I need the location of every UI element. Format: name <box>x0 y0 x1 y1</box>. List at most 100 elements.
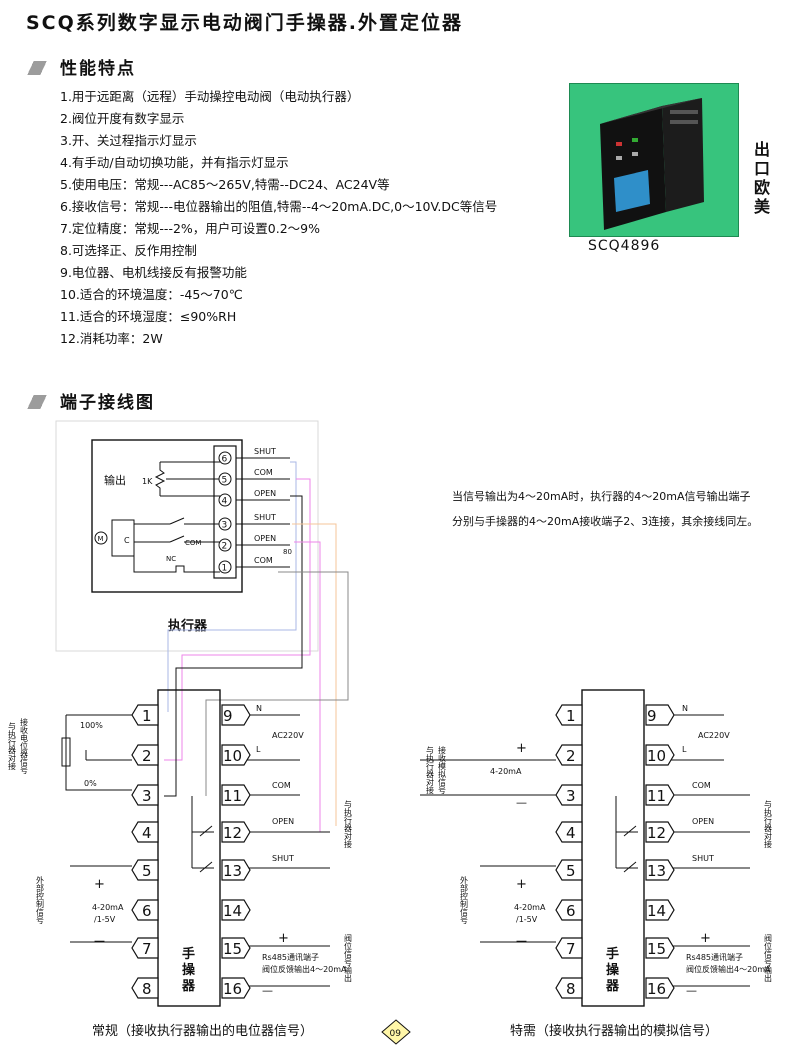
terminal-number: 13 <box>223 862 242 880</box>
actuator-terminal-label: SHUT <box>254 447 276 456</box>
terminal-right-a <box>221 744 251 766</box>
terminal-left-a <box>131 704 159 726</box>
caption-standard: 常规（接收执行器输出的电位器信号） <box>92 1024 314 1039</box>
terminal-number: 9 <box>223 707 233 725</box>
resistor-label: 1K <box>142 477 153 486</box>
wire-actuator-to-1 <box>167 461 297 712</box>
feature-item: 7.定位精度：常规---2%，用户可设置0.2～9% <box>60 221 320 236</box>
export-badge-char: 口 <box>753 159 770 178</box>
actuator-terminal-number: 6 <box>222 455 228 465</box>
terminal-right-b <box>645 977 675 999</box>
terminal-number: 10 <box>647 747 666 765</box>
minus-label: — <box>516 934 527 947</box>
section-wiring-label: 端子接线图 <box>60 393 155 413</box>
actuator-terminal-number: 2 <box>222 542 228 552</box>
feedback-label: 阀位反馈输出4～20mA <box>262 964 347 974</box>
actuator-output-label: 输出 <box>104 473 126 487</box>
product-model: SCQ4896 <box>588 238 661 254</box>
nc-label: NC <box>166 555 176 563</box>
terminal-right-b <box>645 899 675 921</box>
actuator-terminal-number: 4 <box>222 497 228 507</box>
plus-label: + <box>516 741 527 756</box>
actuator-terminal-number: 3 <box>222 521 228 531</box>
actuator-outer-frame <box>55 420 319 652</box>
controller-label-char: 手 <box>606 946 619 962</box>
actuator-terminal-label: OPEN <box>254 534 276 543</box>
relay-contacts-right <box>615 796 638 873</box>
left-controller-wiring <box>61 714 330 987</box>
terminal-right-b <box>645 704 675 726</box>
feature-list: 1.用于远距离（远程）手动操控电动阀（电动执行器） 2.阀位开度有数字显示 3.… <box>60 86 497 350</box>
l-label: L <box>682 745 687 754</box>
wiring-note-line: 分别与手操器的4～20mA接收端子2、3连接，其余接线同左。 <box>452 515 759 528</box>
feature-item: 4.有手动/自动切换功能，并有指示灯显示 <box>60 155 289 170</box>
vertical-label-actuator-connect: 与执行器对接 <box>8 722 17 771</box>
terminal-number: 4 <box>566 824 576 842</box>
terminal-number: 6 <box>566 902 576 920</box>
terminal-number: 7 <box>566 940 576 958</box>
actuator-terminal <box>218 560 232 574</box>
caption-special: 特需（接收执行器输出的模拟信号） <box>510 1024 719 1039</box>
actuator-terminal <box>218 538 232 552</box>
controller-device-image <box>600 98 704 230</box>
vertical-label-analog-receive: 接收模拟信号 <box>438 745 447 795</box>
terminal-right-a <box>221 821 251 843</box>
terminal-right-a <box>221 784 251 806</box>
rs485-label: Rs485通讯端子 <box>262 952 319 962</box>
terminal-left-b <box>555 899 583 921</box>
shut-label: SHUT <box>692 854 714 863</box>
vertical-label-pot-receive: 接收电位器信号 <box>20 717 29 775</box>
terminal-left-b <box>555 704 583 726</box>
actuator-terminal <box>218 493 232 507</box>
section-mark-icon <box>24 395 50 409</box>
terminal-left-a <box>131 821 159 843</box>
n-label: N <box>256 704 262 713</box>
terminal-number: 1 <box>566 707 576 725</box>
feature-item: 3.开、关过程指示灯显示 <box>60 133 197 148</box>
controller-label-char: 器 <box>605 979 620 994</box>
export-badge-char: 欧 <box>753 178 770 197</box>
actuator-terminal-label: COM <box>254 556 273 565</box>
feedback-label: 阀位反馈输出4～20mA <box>686 964 771 974</box>
controller-label-char: 手 <box>182 946 195 962</box>
vertical-label-external: 外部控制信号 <box>460 875 469 925</box>
n-label: N <box>682 704 688 713</box>
minus-label: — <box>262 984 273 997</box>
wire-actuator-to-11 <box>205 571 349 796</box>
terminal-right-a <box>221 977 251 999</box>
feature-item: 1.用于远距离（远程）手动操控电动阀（电动执行器） <box>60 89 360 104</box>
page-number: 09 <box>390 1029 402 1039</box>
terminal-left-b <box>555 821 583 843</box>
section-features-label: 性能特点 <box>60 59 136 79</box>
page-number-badge <box>381 1019 411 1045</box>
shut-label: SHUT <box>272 854 294 863</box>
terminal-left-a <box>131 784 159 806</box>
terminal-left-b <box>555 784 583 806</box>
rs485-label: Rs485通讯端子 <box>686 952 743 962</box>
range-ma-label: 4-20mA <box>92 903 124 912</box>
relay-contacts-left <box>191 796 214 873</box>
com-label: COM <box>272 781 291 790</box>
terminal-number: 13 <box>647 862 666 880</box>
terminal-number: 14 <box>647 902 666 920</box>
feature-item: 9.电位器、电机线接反有报警功能 <box>60 265 247 280</box>
wiring-note-line: 当信号输出为4～20mA时，执行器的4～20mA信号输出端子 <box>452 490 751 503</box>
potentiometer-symbol <box>154 462 166 496</box>
terminal-right-b <box>645 784 675 806</box>
terminal-number: 3 <box>142 787 152 805</box>
plus-label: + <box>516 877 527 892</box>
ac220-label: AC220V <box>272 731 304 740</box>
open-label: OPEN <box>272 817 294 826</box>
vertical-label-actuator-connect: 与执行器对接 <box>764 800 773 849</box>
terminal-number: 5 <box>566 862 576 880</box>
plus-label: + <box>278 931 289 946</box>
feature-item: 11.适合的环境湿度：≤90%RH <box>60 309 237 324</box>
range-v-label: /1-5V <box>94 915 116 924</box>
capacitor-box <box>111 519 135 557</box>
feature-item: 12.消耗功率：2W <box>60 331 163 346</box>
minus-label: — <box>516 796 527 809</box>
feature-item: 5.使用电压：常规---AC85～265V,特需--DC24、AC24V等 <box>60 177 390 192</box>
terminal-number: 9 <box>647 707 657 725</box>
feature-item: 8.可选择正、反作用控制 <box>60 243 197 258</box>
terminal-right-a <box>221 899 251 921</box>
